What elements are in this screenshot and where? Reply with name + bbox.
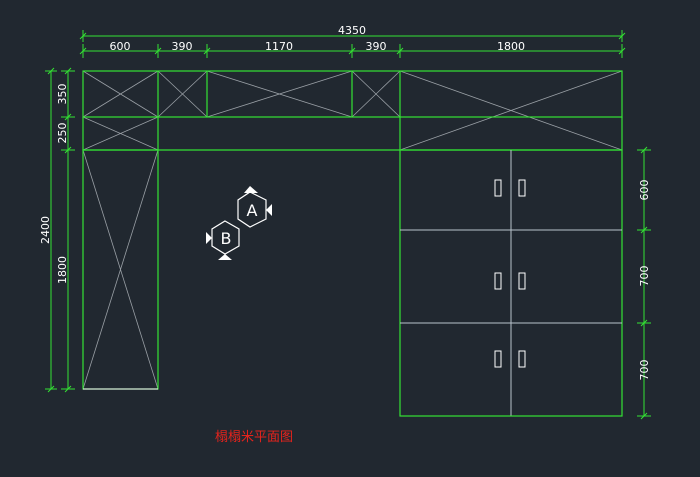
wardrobe-doors xyxy=(83,150,622,417)
right-dimensions xyxy=(637,146,651,420)
dim-left-1: 350 xyxy=(56,84,69,105)
dim-left-3: 1800 xyxy=(56,256,69,284)
dim-top-2: 390 xyxy=(172,40,193,53)
door-handles xyxy=(494,179,526,368)
dim-right-3: 700 xyxy=(638,360,651,381)
view-tag-a-label: A xyxy=(247,201,258,220)
handle-icon xyxy=(518,350,526,368)
cabinet-outline xyxy=(82,70,623,417)
dim-top-3: 1170 xyxy=(265,40,293,53)
handle-icon xyxy=(494,272,502,290)
left-dimensions xyxy=(45,67,75,393)
dim-total-height: 2400 xyxy=(39,216,52,244)
handle-icon xyxy=(518,272,526,290)
open-cabinet-crosses xyxy=(82,70,623,390)
dim-left-2: 250 xyxy=(56,123,69,144)
dim-top-4: 390 xyxy=(366,40,387,53)
handle-icon xyxy=(494,179,502,197)
dim-top-5: 1800 xyxy=(497,40,525,53)
dim-top-1: 600 xyxy=(110,40,131,53)
view-tag-b: B xyxy=(206,220,240,260)
view-tag-a: A xyxy=(237,186,272,228)
dim-right-1: 600 xyxy=(638,180,651,201)
top-dimensions xyxy=(79,30,626,58)
handle-icon xyxy=(494,350,502,368)
drawing-title: 榻榻米平面图 xyxy=(215,430,293,445)
dim-right-2: 700 xyxy=(638,266,651,287)
dim-total-width: 4350 xyxy=(338,24,366,37)
handle-icon xyxy=(518,179,526,197)
view-tag-b-label: B xyxy=(221,229,232,248)
